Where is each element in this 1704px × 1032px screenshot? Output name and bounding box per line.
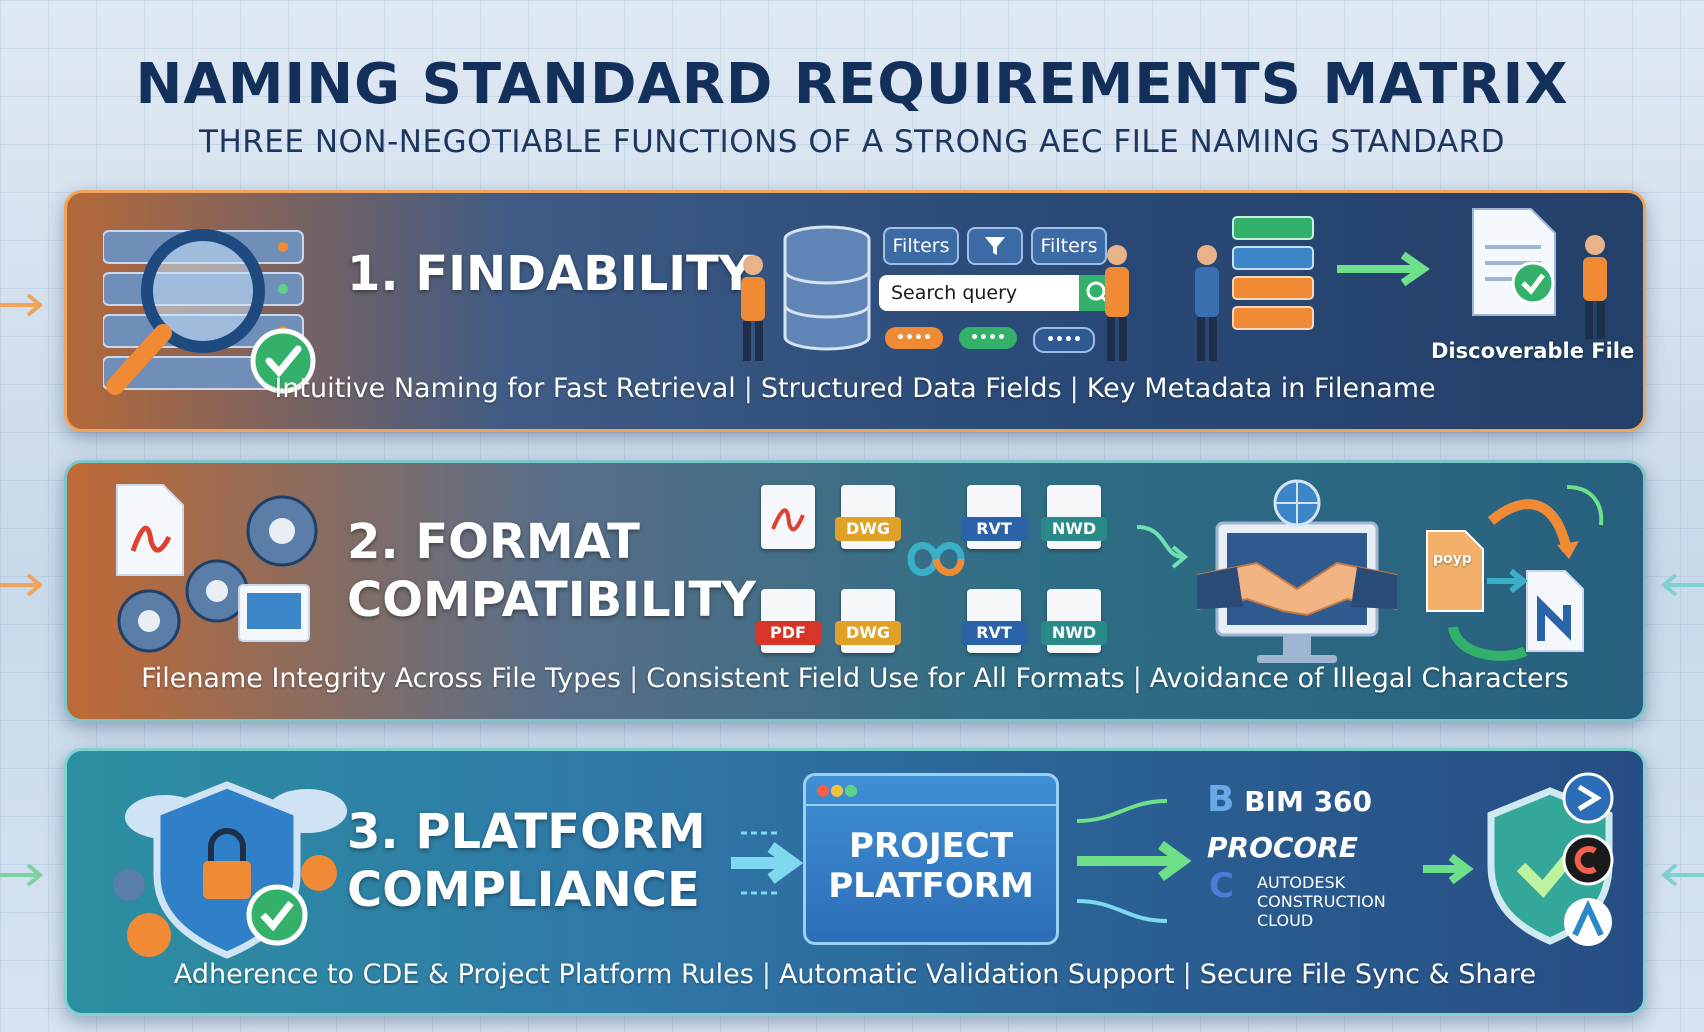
panel-platform-compliance: 3. PLATFORM COMPLIANCE ●●● PROJECT PLATF… [64, 748, 1646, 1016]
file-gears-icon [116, 484, 318, 653]
funnel-icon [985, 237, 1005, 255]
separator: | [1132, 663, 1142, 694]
rvt-file-icon: RVT [961, 485, 1027, 549]
feature-text: Filename Integrity Across File Types [141, 663, 622, 694]
separator: | [743, 373, 753, 404]
feature-text: Avoidance of Illegal Characters [1149, 663, 1569, 694]
sync-loop-icon [907, 542, 965, 576]
nwd-file-icon: NWD [1041, 589, 1107, 653]
document-check-icon [1472, 208, 1556, 316]
metadata-list-icon [1232, 216, 1314, 330]
separator: | [761, 959, 771, 990]
project-platform-window: ●●● PROJECT PLATFORM [803, 773, 1059, 945]
filter-pill: •••• [885, 327, 943, 349]
app-icon-2 [1562, 834, 1614, 886]
feature-text: Intuitive Naming for Fast Retrieval [274, 373, 736, 404]
window-titlebar: ●●● [806, 776, 1056, 806]
right-arrow-icon [1660, 573, 1704, 597]
separator: | [1182, 959, 1192, 990]
page-title: NAMING STANDARD REQUIREMENTS MATRIX [135, 52, 1569, 117]
panel-findability: 1. FINDABILITY Filters Filters Search qu… [64, 190, 1646, 432]
feature-text: Consistent Field Use for All Formats [646, 663, 1125, 694]
app-icon-1 [1562, 772, 1614, 824]
autodesk-cloud-logo: C AUTODESK CONSTRUCTION CLOUD [1209, 869, 1386, 930]
file-type-tag: DWG [835, 621, 901, 645]
autodesk-icon: C [1209, 866, 1234, 906]
left-arrow-icon [0, 863, 44, 887]
file-shuffle-icon [1426, 485, 1604, 661]
app-icon-3 [1564, 898, 1612, 946]
panel-title: 3. PLATFORM [347, 804, 706, 860]
platform-name: CLOUD [1257, 911, 1314, 930]
panel-title: 2. FORMAT [347, 514, 640, 570]
platform-name: BIM 360 [1244, 785, 1373, 818]
arrow-right-icon [1423, 853, 1474, 885]
file-type-tag: RVT [961, 621, 1027, 645]
arrow-right-icon [1337, 251, 1430, 287]
separator: | [1069, 373, 1079, 404]
file-type-tag: NWD [1041, 517, 1107, 541]
panel-features: Adherence to CDE & Project Platform Rule… [67, 959, 1643, 990]
window-dot-icon: ● [843, 780, 858, 799]
feature-text: Secure File Sync & Share [1199, 959, 1537, 990]
server-search-icon [103, 229, 316, 395]
rvt-file-icon: RVT [961, 589, 1027, 653]
filter-funnel-button[interactable] [967, 227, 1023, 265]
left-arrow-icon [0, 573, 44, 597]
feature-text: Adherence to CDE & Project Platform Rule… [173, 959, 754, 990]
security-shield-icon [113, 781, 347, 959]
platform-label-line2: PLATFORM [828, 866, 1034, 906]
dwg-file-icon: DWG [835, 485, 901, 549]
right-arrow-icon [1660, 863, 1704, 887]
filter-button[interactable]: Filters [1031, 227, 1107, 265]
arrow-right-icon [731, 831, 804, 895]
person-icon [1105, 245, 1129, 361]
handshake-monitor-icon [1197, 479, 1397, 663]
platform-label: PROJECT [848, 826, 1014, 866]
database-icon [783, 225, 871, 351]
person-icon [741, 255, 765, 361]
distribution-arrows-icon [1076, 799, 1192, 923]
bim360-logo: B BIM 360 [1207, 779, 1372, 820]
page-subtitle: THREE NON-NEGOTIABLE FUNCTIONS OF A STRO… [199, 124, 1505, 160]
panel-title: 1. FINDABILITY [347, 246, 754, 302]
file-type-label: poyp [1433, 551, 1472, 567]
file-type-tag: NWD [1041, 621, 1107, 645]
panel-title-line2: COMPLIANCE [347, 862, 700, 918]
file-type-tag: PDF [755, 621, 821, 645]
feature-text: Automatic Validation Support [778, 959, 1175, 990]
filter-pill: •••• [959, 327, 1017, 349]
filter-button[interactable]: Filters [883, 227, 959, 265]
panel-title-line2: COMPATIBILITY [347, 572, 756, 628]
panel-format-compatibility: 2. FORMAT COMPATIBILITY DWG RVT NWD PDF … [64, 460, 1646, 722]
window-dot-icon: ● [816, 780, 830, 799]
platform-name: AUTODESK [1257, 873, 1346, 892]
platform-name: CONSTRUCTION [1257, 892, 1386, 911]
left-arrow-icon [0, 293, 44, 317]
nwd-file-icon: NWD [1041, 485, 1107, 549]
panel-features: Filename Integrity Across File Types|Con… [67, 663, 1643, 694]
bim360-icon: B [1207, 779, 1235, 820]
discoverable-file-label: Discoverable File [1431, 339, 1635, 363]
panel-features: Intuitive Naming for Fast Retrieval|Stru… [67, 373, 1643, 404]
person-icon [1583, 235, 1607, 339]
search-input[interactable]: Search query [879, 275, 1079, 311]
person-icon [1195, 245, 1219, 361]
window-dot-icon: ● [829, 780, 844, 799]
separator: | [629, 663, 639, 694]
pdf-glyph-icon [771, 508, 805, 532]
pdf-file-icon: PDF [755, 589, 821, 653]
file-type-tag: DWG [835, 517, 901, 541]
dwg-file-icon: DWG [835, 589, 901, 653]
procore-logo: PROCORE [1207, 831, 1358, 864]
feature-text: Structured Data Fields [760, 373, 1062, 404]
arrow-right-icon [1137, 525, 1189, 569]
feature-text: Key Metadata in Filename [1086, 373, 1436, 404]
file-type-tag: RVT [961, 517, 1027, 541]
filter-pill: •••• [1033, 327, 1095, 353]
pdf-file-icon [761, 485, 815, 549]
